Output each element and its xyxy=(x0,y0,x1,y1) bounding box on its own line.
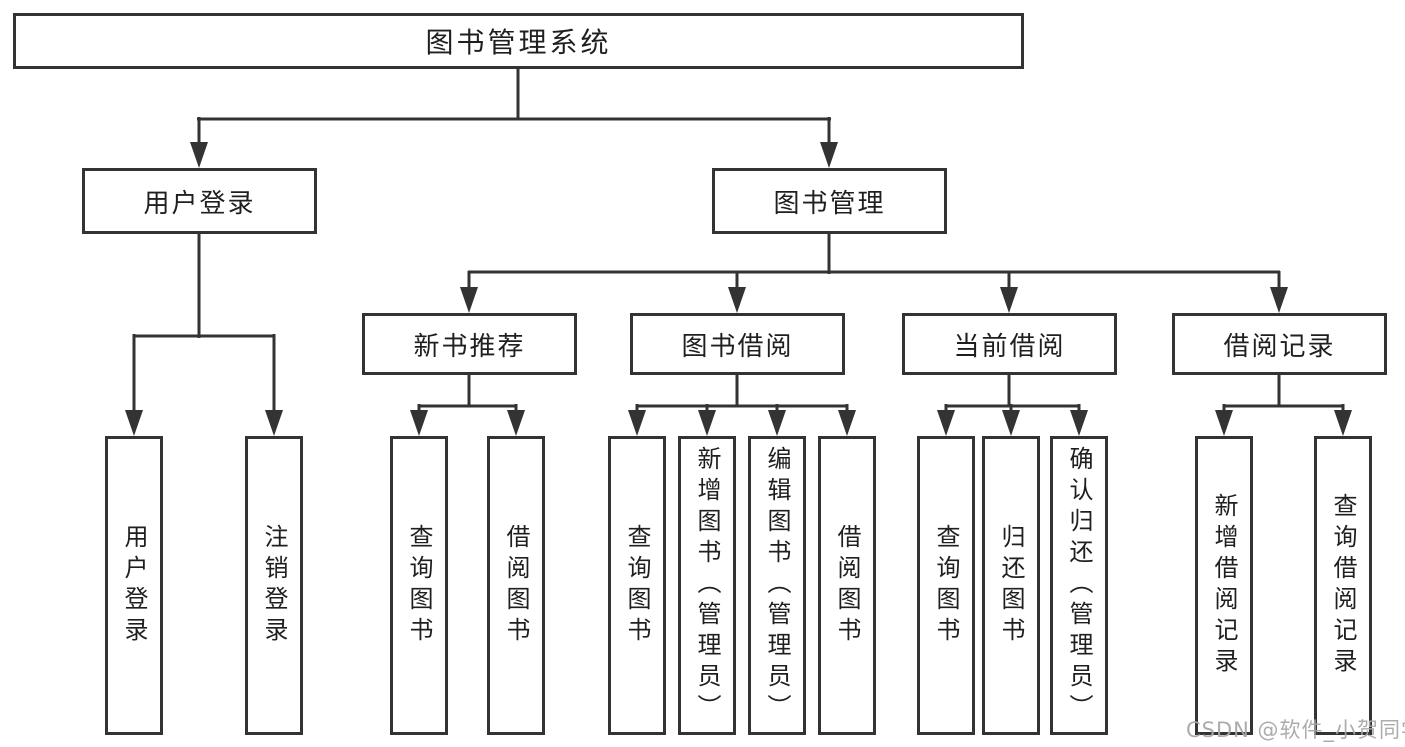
node-label: 查询图书 xyxy=(623,523,651,648)
node-user-login: 用户登录 xyxy=(82,168,317,234)
node-label: 图书借阅 xyxy=(681,331,794,362)
connectors-borrow-records-children xyxy=(1215,373,1352,436)
node-label: 归还图书 xyxy=(997,523,1025,648)
leaf-add-borrow-record: 新增借阅记录 xyxy=(1195,436,1253,735)
node-borrow-records: 借阅记录 xyxy=(1172,313,1387,375)
node-label: 查询图书 xyxy=(932,523,960,648)
node-label: 新增借阅记录 xyxy=(1210,492,1238,679)
node-label: 注销登录 xyxy=(260,523,288,648)
node-new-book-recommend: 新书推荐 xyxy=(362,313,577,375)
leaf-borrow-books-2: 借阅图书 xyxy=(818,436,876,735)
node-label: 查询借阅记录 xyxy=(1329,492,1357,679)
node-label: 查询图书 xyxy=(405,523,433,648)
connectors-user-login-children xyxy=(125,232,283,436)
node-label: 图书管理 xyxy=(773,188,886,219)
leaf-add-book-admin: 新增图书（管理员） xyxy=(678,436,736,735)
connectors-book-management-to-level3 xyxy=(460,232,1288,313)
leaf-query-books-3: 查询图书 xyxy=(917,436,975,735)
node-label: 用户登录 xyxy=(143,188,256,219)
connectors-root-to-level2 xyxy=(190,67,838,168)
leaf-edit-book-admin: 编辑图书（管理员） xyxy=(748,436,806,735)
node-label: 用户登录 xyxy=(120,523,148,648)
node-label: 借阅图书 xyxy=(502,523,530,648)
node-label: 编辑图书（管理员） xyxy=(763,446,791,725)
leaf-query-books-1: 查询图书 xyxy=(390,436,448,735)
leaf-logout: 注销登录 xyxy=(245,436,303,735)
node-label: 新书推荐 xyxy=(413,331,526,362)
leaf-query-borrow-record: 查询借阅记录 xyxy=(1314,436,1372,735)
leaf-confirm-return-admin: 确认归还（管理员） xyxy=(1050,436,1108,735)
node-label: 确认归还（管理员） xyxy=(1065,446,1093,725)
node-label: 图书管理系统 xyxy=(425,26,612,59)
node-label: 借阅图书 xyxy=(833,523,861,648)
connectors-book-borrow-children xyxy=(628,373,856,436)
node-book-borrow: 图书借阅 xyxy=(630,313,845,375)
connectors-current-borrow-children xyxy=(937,373,1088,436)
node-label: 当前借阅 xyxy=(953,331,1066,362)
node-label: 新增图书（管理员） xyxy=(693,446,721,725)
leaf-user-login: 用户登录 xyxy=(105,436,163,735)
leaf-return-book: 归还图书 xyxy=(982,436,1040,735)
leaf-borrow-books-1: 借阅图书 xyxy=(487,436,545,735)
node-label: 借阅记录 xyxy=(1223,331,1336,362)
leaf-query-books-2: 查询图书 xyxy=(608,436,666,735)
node-current-borrow: 当前借阅 xyxy=(902,313,1117,375)
node-book-management: 图书管理 xyxy=(712,168,947,234)
node-library-system: 图书管理系统 xyxy=(13,13,1024,69)
connectors-new-book-recommend-children xyxy=(410,373,525,436)
csdn-watermark: CSDN @软件_小贺同学 xyxy=(1186,718,1405,742)
